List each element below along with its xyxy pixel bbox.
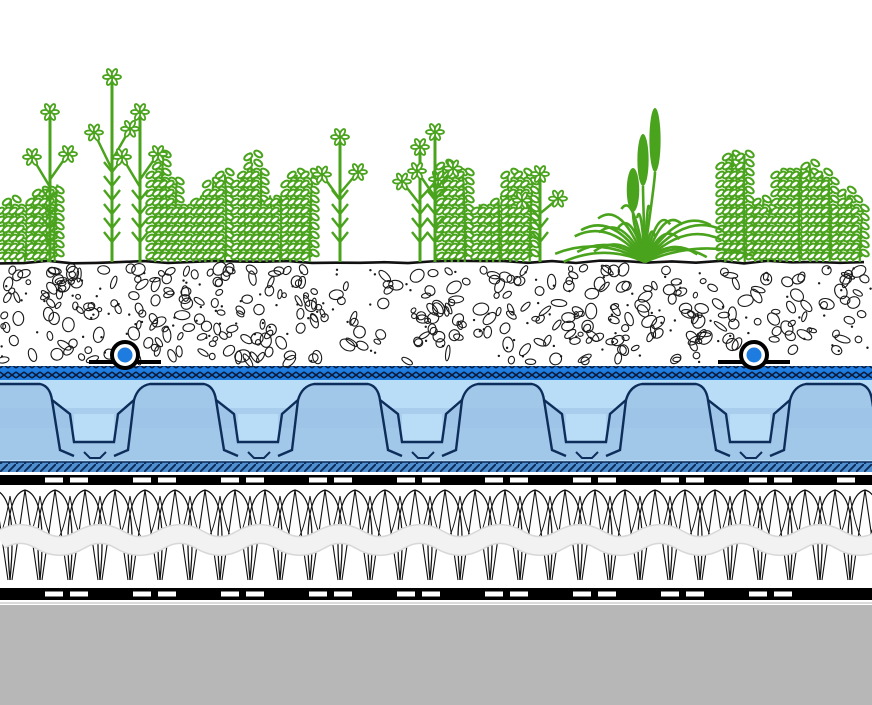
membrane-layers xyxy=(0,472,872,600)
plant-flower xyxy=(112,103,168,262)
plant-flower xyxy=(392,138,448,262)
irrigation-pipes xyxy=(89,340,790,370)
plant-flower xyxy=(512,165,568,262)
substrate-layer xyxy=(0,259,872,368)
insulation-layer xyxy=(0,486,872,586)
plant-shrub xyxy=(170,194,210,263)
plant-shrub xyxy=(470,194,510,263)
irrigation-pipe xyxy=(89,340,161,370)
irrigation-pipe xyxy=(718,340,790,370)
plant-shrub xyxy=(830,185,870,263)
plant-shrub xyxy=(195,167,235,263)
plant-shrub xyxy=(280,167,320,263)
plant-ornamental-grass xyxy=(554,108,755,264)
vegetation-layer xyxy=(0,68,870,264)
roof-deck xyxy=(0,605,872,705)
drainage-board-layer xyxy=(0,366,872,472)
plant-flower xyxy=(407,123,463,262)
plant-flower xyxy=(22,103,78,262)
plant-shrub xyxy=(145,149,185,263)
plant-flower xyxy=(84,68,140,262)
plant-flower xyxy=(312,128,368,262)
plant-shrub xyxy=(500,167,540,263)
